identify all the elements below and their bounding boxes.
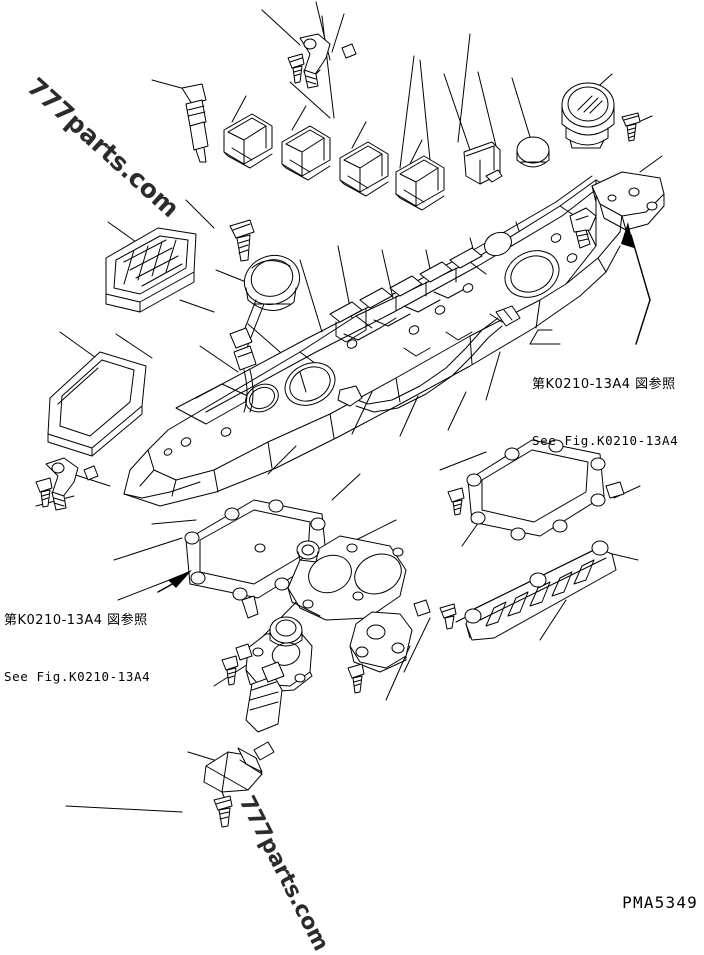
note-right-leader <box>529 329 561 345</box>
rotary-knob-lever <box>229 254 301 413</box>
rocker-switch <box>223 113 273 169</box>
hex-bolt <box>229 219 255 262</box>
gasket-plate-left <box>184 499 328 619</box>
round-knob-cap <box>516 136 550 168</box>
reference-arrow-right <box>621 222 651 345</box>
wiring-harness <box>337 305 521 413</box>
rocker-switch <box>395 155 445 211</box>
louvered-vent-panel <box>439 540 617 641</box>
pan-head-screw <box>621 112 641 142</box>
note-left-jp: 第K0210-13A4 図参照 <box>4 613 148 628</box>
reference-arrow-left <box>157 570 192 593</box>
hex-bolt <box>439 603 457 630</box>
parts-diagram-sheet: 第K0210-13A4 図参照 See Fig.K0210-13A4 第K021… <box>4 1 698 955</box>
hex-bolt <box>221 655 239 686</box>
note-left-en: See Fig.K0210-13A4 <box>4 669 151 685</box>
rectangular-bezel-frame <box>47 351 147 457</box>
cross-reference-note-right: 第K0210-13A4 図参照 See Fig.K0210-13A4 <box>532 337 678 489</box>
hex-bolt <box>213 795 233 828</box>
round-knob-cap <box>269 616 303 647</box>
cross-reference-note-left: 第K0210-13A4 図参照 See Fig.K0210-13A4 <box>4 573 150 725</box>
mounting-bracket-lower <box>35 457 99 511</box>
mounting-bracket-bottom-right <box>347 611 413 694</box>
cable-clamp <box>569 207 597 249</box>
rocker-switch <box>339 141 389 197</box>
mounting-bracket-right <box>591 171 665 231</box>
note-right-jp: 第K0210-13A4 図参照 <box>532 377 676 392</box>
hex-bolt <box>447 487 465 516</box>
console-switch-cutouts <box>329 247 483 343</box>
mounting-bracket-bottom-left <box>203 741 275 828</box>
rocker-switch <box>281 125 331 181</box>
round-gauge-meter <box>561 82 615 149</box>
cylinder-body <box>245 661 285 733</box>
mounting-bracket-upper <box>287 33 357 89</box>
speaker-grille-panel <box>105 227 197 313</box>
key-switch-assembly <box>181 83 209 163</box>
drawing-number: PMA5349 <box>622 893 698 912</box>
note-right-en: See Fig.K0210-13A4 <box>532 433 679 449</box>
gasket-plate-right <box>447 439 625 541</box>
console-gauge-openings <box>245 231 560 413</box>
blank-switch-cap <box>463 141 503 185</box>
hex-bolt <box>296 540 320 563</box>
hex-bolt <box>347 663 365 694</box>
twin-hole-gasket <box>287 535 431 621</box>
vent-louvers <box>485 559 595 627</box>
mounting-bracket-bottom <box>221 616 313 733</box>
diagram-linework <box>35 1 665 828</box>
